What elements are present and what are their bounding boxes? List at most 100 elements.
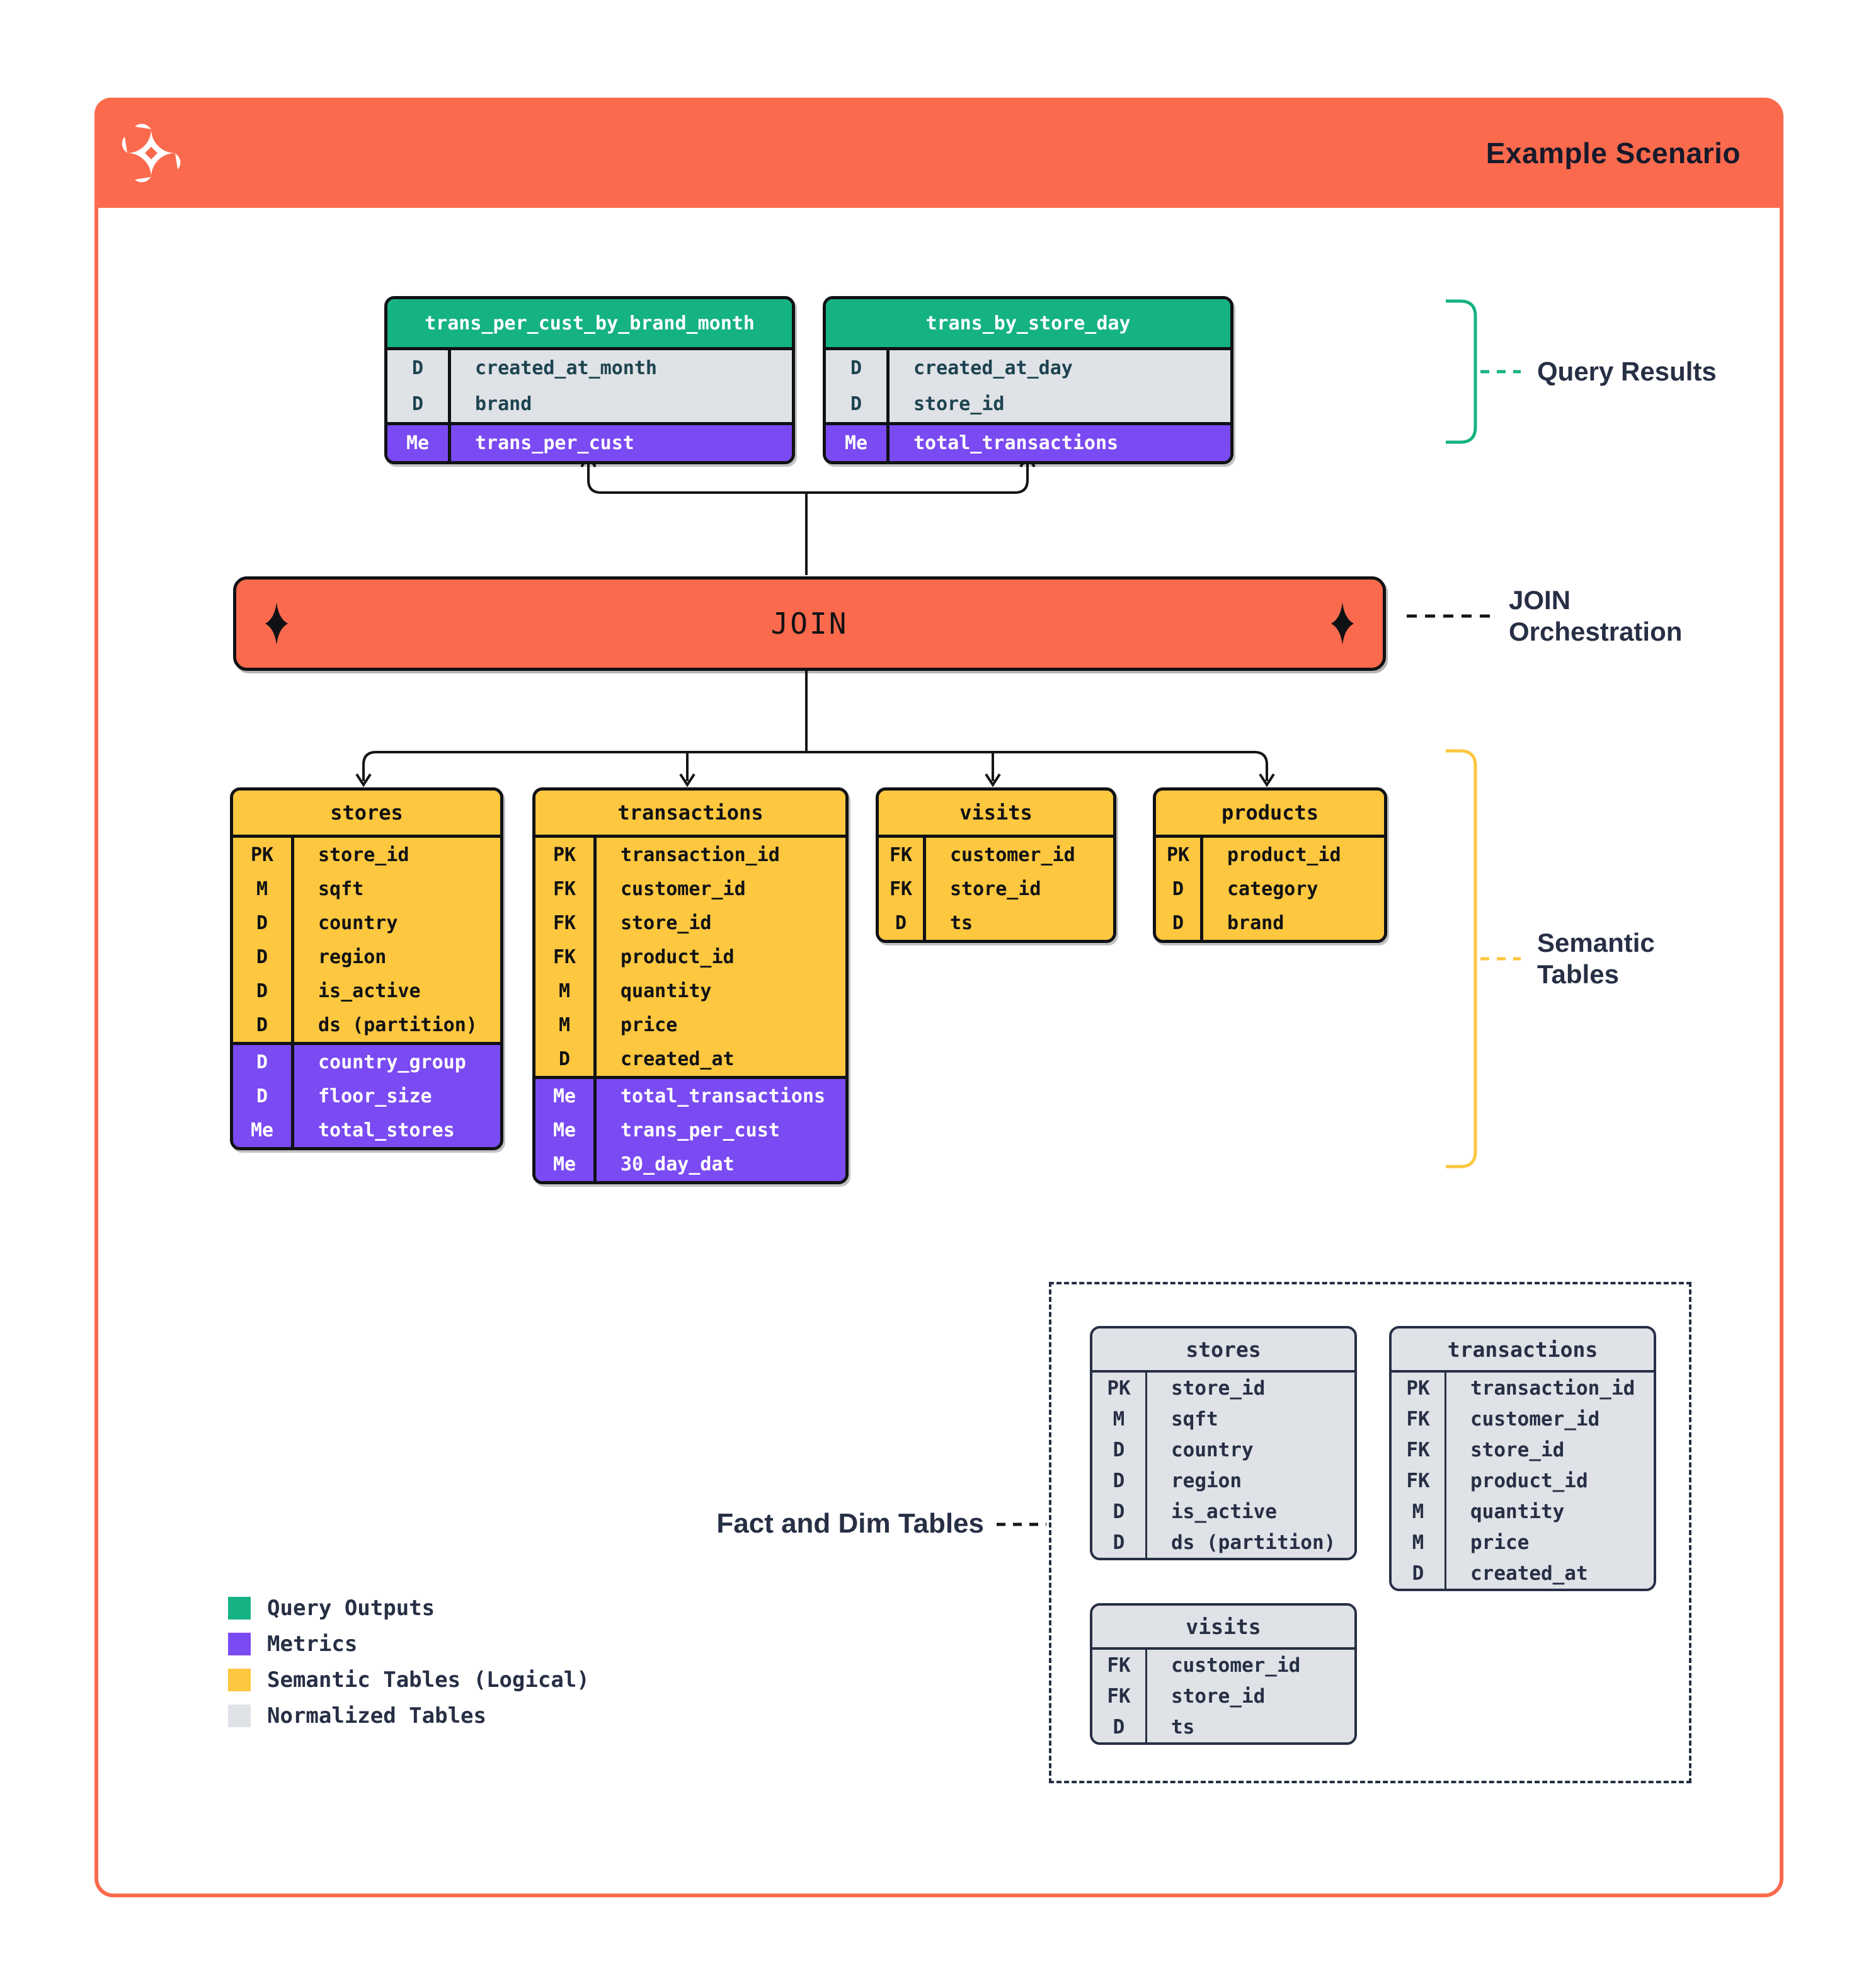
row-key: D — [1092, 1496, 1147, 1527]
row-field: total_transactions — [913, 432, 1119, 454]
sparkle-icon — [265, 602, 288, 645]
row-field: country_group — [318, 1051, 466, 1073]
row-field: store_id — [950, 877, 1041, 900]
legend-item: Semantic Tables (Logical) — [228, 1662, 590, 1698]
row-key: Me — [535, 1147, 597, 1181]
row-field: sqft — [1171, 1407, 1218, 1431]
row-key: FK — [1092, 1650, 1147, 1681]
row-key: D — [826, 386, 890, 422]
row-field: floor_size — [318, 1085, 432, 1107]
row-field: trans_per_cust — [621, 1119, 780, 1141]
row-key: PK — [1092, 1373, 1147, 1403]
row-key: PK — [1392, 1373, 1446, 1403]
table-row: PK transaction_id — [1392, 1373, 1654, 1403]
table-row: FK customer_id — [879, 838, 1113, 872]
row-field: price — [621, 1014, 678, 1036]
row-key: D — [233, 940, 294, 974]
sparkle-icon — [1331, 602, 1354, 645]
row-field: ts — [950, 911, 973, 934]
row-key: D — [1392, 1558, 1446, 1589]
row-field: country — [318, 911, 398, 934]
fact-dim-tables-label: Fact and Dim Tables — [716, 1508, 984, 1539]
row-field: is_active — [1171, 1500, 1277, 1523]
row-field: created_at_day — [913, 357, 1073, 379]
table-row: Me trans_per_cust — [387, 422, 792, 461]
table-title: stores — [233, 791, 500, 838]
legend-label: Normalized Tables — [267, 1703, 486, 1728]
row-field: customer_id — [1171, 1654, 1301, 1677]
row-field: created_at — [621, 1048, 735, 1070]
query-outputs-swatch — [228, 1596, 251, 1620]
legend-item: Metrics — [228, 1626, 590, 1662]
row-field: product_id — [1227, 843, 1341, 866]
card-header: Example Scenario — [94, 98, 1780, 208]
row-field: transaction_id — [621, 843, 780, 866]
join-label: JOIN — [770, 607, 849, 641]
row-key: D — [1156, 872, 1203, 906]
table-row: Me total_transactions — [826, 422, 1230, 461]
row-key: D — [233, 974, 294, 1008]
row-field: product_id — [621, 945, 735, 968]
card-title: Example Scenario — [1485, 136, 1741, 169]
row-key: D — [233, 1008, 294, 1042]
row-key: M — [1392, 1496, 1446, 1527]
row-field: trans_per_cust — [475, 432, 634, 454]
table-title: transactions — [1392, 1328, 1654, 1373]
row-field: quantity — [621, 980, 712, 1002]
row-key: D — [1092, 1434, 1147, 1465]
semantic-tables-label: Semantic Tables — [1537, 928, 1655, 989]
row-field: category — [1227, 877, 1319, 900]
table-title: visits — [1092, 1606, 1354, 1650]
row-key: Me — [387, 425, 451, 461]
row-key: Me — [826, 425, 890, 461]
legend-label: Metrics — [267, 1631, 358, 1657]
row-key: FK — [535, 872, 597, 906]
row-key: FK — [1392, 1403, 1446, 1434]
row-field: region — [318, 945, 387, 968]
row-key: PK — [535, 838, 597, 872]
row-key: M — [535, 974, 597, 1008]
legend-label: Query Outputs — [267, 1595, 435, 1621]
row-field: price — [1470, 1531, 1530, 1554]
table-row: Me 30_day_dat — [535, 1147, 845, 1181]
row-field: ts — [1171, 1715, 1195, 1739]
row-field: 30_day_dat — [621, 1153, 735, 1175]
legend: Query Outputs Metrics Semantic Tables (L… — [228, 1590, 590, 1734]
row-field: store_id — [1470, 1438, 1565, 1461]
row-key: PK — [233, 838, 294, 872]
table-title: products — [1156, 791, 1384, 838]
row-field: transaction_id — [1470, 1376, 1635, 1400]
row-field: customer_id — [950, 843, 1075, 866]
semantic-tables-swatch — [228, 1668, 251, 1691]
row-key: FK — [879, 838, 926, 872]
